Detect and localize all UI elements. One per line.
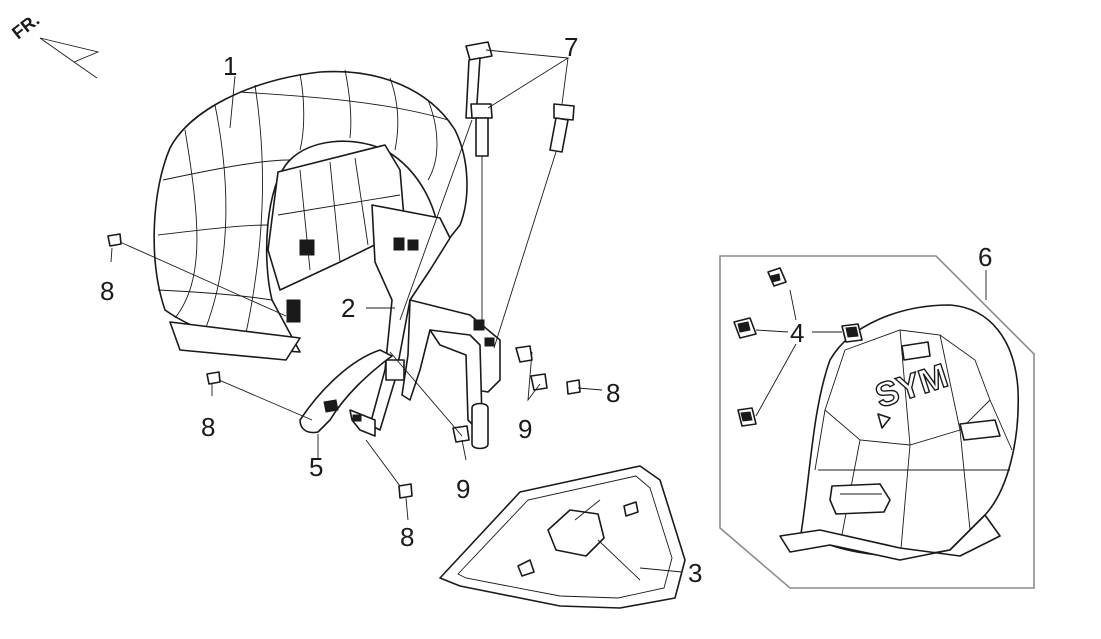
callout-7: 7: [564, 32, 578, 62]
part-7-bolts: [465, 41, 575, 157]
part-3-pad: [439, 465, 686, 609]
screw-8b: [206, 371, 221, 385]
front-arrow-icon: [39, 37, 100, 79]
part-5-side-bracket: [299, 349, 393, 437]
callout-9-bottom: 9: [456, 474, 470, 504]
front-direction-label: FR.: [8, 10, 43, 44]
part-6-top-case: SYM: [779, 304, 1020, 561]
callout-8-bottom: 8: [400, 522, 414, 552]
callout-2: 2: [341, 293, 355, 323]
bolt-7c: [549, 103, 575, 153]
callout-1: 1: [223, 51, 237, 81]
bolt-9b: [530, 373, 548, 391]
callout-5: 5: [309, 452, 323, 482]
callout-8-right: 8: [606, 378, 620, 408]
callout-8-left: 8: [100, 276, 114, 306]
leader-lines: [110, 49, 683, 573]
callout-3: 3: [688, 558, 702, 588]
callout-6: 6: [978, 242, 992, 272]
callout-labels: 1 2 3 4 5 6 7 8 8 8 8 9 9: [100, 32, 992, 588]
screw-8d: [398, 483, 413, 499]
bolt-7b: [470, 103, 493, 157]
screw-8c: [566, 379, 581, 395]
callout-9-right: 9: [518, 414, 532, 444]
screw-8a: [107, 233, 122, 247]
inset-panel: SYM: [719, 255, 1035, 589]
part-2-carrier-bracket: [369, 204, 501, 450]
bolt-9a: [515, 345, 533, 363]
callout-8-lower-left: 8: [201, 412, 215, 442]
callout-4: 4: [790, 318, 804, 348]
inset-frame: [719, 255, 1035, 589]
part-8-screws: [107, 233, 581, 499]
part-1-carrier-cover: [153, 69, 468, 361]
part-4-clips: [733, 267, 863, 427]
front-direction-indicator: FR.: [8, 10, 100, 79]
